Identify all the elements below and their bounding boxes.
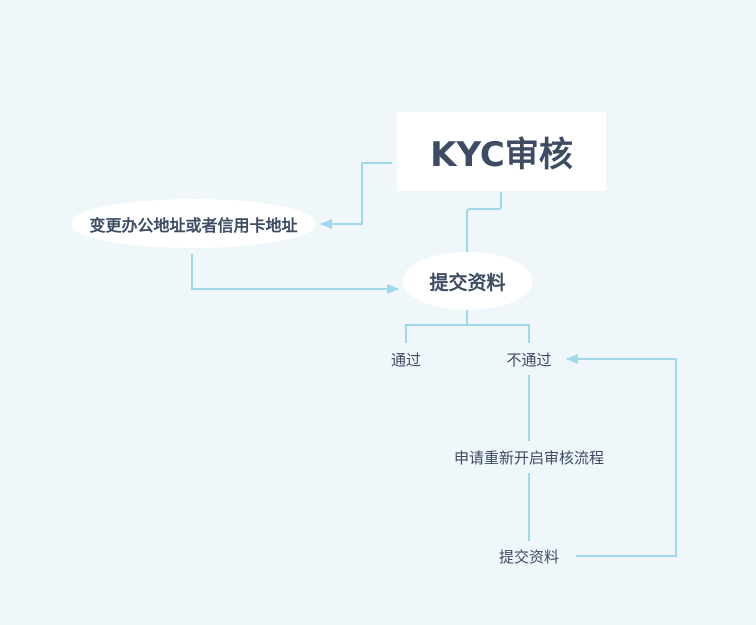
- node-resubmit-materials[interactable]: 提交资料: [498, 547, 559, 566]
- connector-change-to-submit: [191, 254, 399, 294]
- node-change-address[interactable]: 变更办公地址或者信用卡地址: [71, 199, 316, 248]
- node-submit-materials[interactable]: 提交资料: [403, 252, 532, 310]
- node-fail[interactable]: 不通过: [506, 350, 552, 369]
- connector-root-to-submit: [466, 192, 502, 252]
- node-reopen-review[interactable]: 申请重新开启审核流程: [453, 448, 604, 467]
- root-node-kyc-review[interactable]: KYC审核: [397, 112, 606, 191]
- connector-root-to-change: [320, 162, 392, 229]
- connector-loop-back: [566, 354, 677, 557]
- node-pass[interactable]: 通过: [390, 350, 421, 369]
- connector-submit-branch: [405, 310, 530, 343]
